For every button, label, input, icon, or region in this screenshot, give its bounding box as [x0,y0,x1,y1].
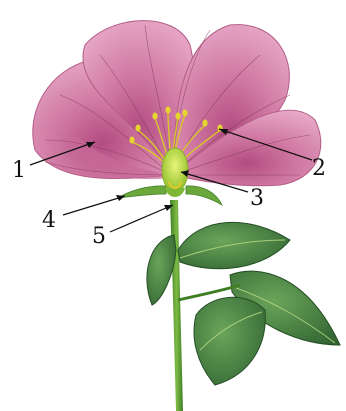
label-1: 1 [12,158,26,183]
pistil [162,148,188,192]
leaf [178,222,290,268]
label-line-5 [110,205,173,232]
label-line-4 [63,196,125,215]
leaf [194,297,265,385]
stem [170,200,183,411]
sepal [186,186,222,205]
label-4: 4 [42,208,56,233]
label-3: 3 [250,186,264,211]
sepal [118,186,166,198]
leaf [147,235,176,305]
label-2: 2 [312,156,326,181]
label-5: 5 [92,224,106,249]
receptacle [165,188,185,197]
